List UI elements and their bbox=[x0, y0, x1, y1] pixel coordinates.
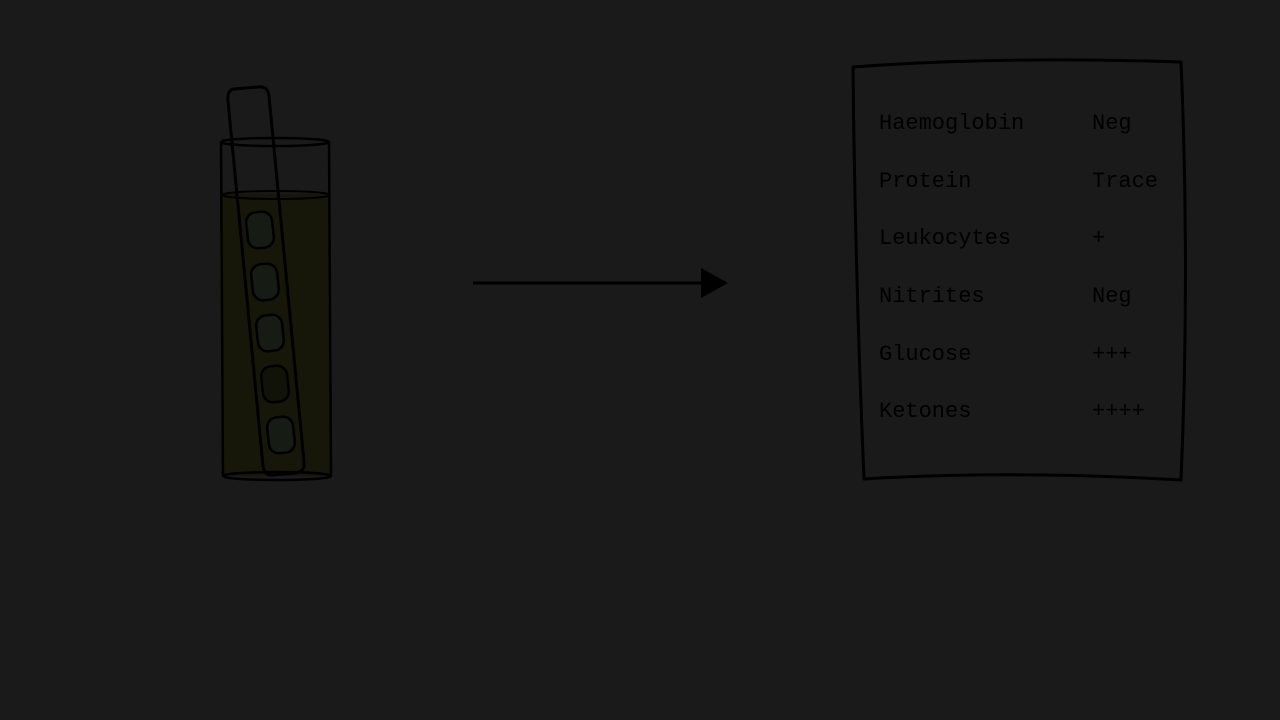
result-row-glucose: Glucose +++ bbox=[879, 342, 1132, 367]
result-name: Glucose bbox=[879, 342, 971, 367]
result-row-haemoglobin: Haemoglobin Neg bbox=[879, 111, 1132, 136]
result-name: Leukocytes bbox=[879, 226, 1011, 251]
arrow-head bbox=[701, 268, 728, 298]
result-value: Neg bbox=[1092, 284, 1132, 309]
result-name: Protein bbox=[879, 169, 971, 194]
tube-bottom bbox=[221, 470, 333, 482]
reagent-pad bbox=[244, 210, 276, 250]
result-value: + bbox=[1092, 226, 1105, 251]
reagent-pad bbox=[265, 415, 297, 455]
results-table: Haemoglobin Neg Protein Trace Leukocytes… bbox=[879, 111, 1158, 424]
dipstick-icon bbox=[226, 85, 306, 477]
reagent-pad bbox=[254, 313, 286, 353]
result-name: Haemoglobin bbox=[879, 111, 1024, 136]
arrow-right-icon bbox=[473, 268, 728, 298]
result-name: Ketones bbox=[879, 399, 971, 424]
reagent-pad bbox=[249, 262, 281, 302]
result-value: ++++ bbox=[1092, 399, 1145, 424]
result-row-ketones: Ketones ++++ bbox=[879, 399, 1145, 424]
results-sheet bbox=[851, 58, 1187, 482]
tube-wall-left bbox=[219, 141, 225, 477]
result-value: Trace bbox=[1092, 169, 1158, 194]
reagent-pad bbox=[259, 364, 291, 404]
tube-wall-right bbox=[327, 141, 333, 477]
result-value: +++ bbox=[1092, 342, 1132, 367]
result-row-leukocytes: Leukocytes + bbox=[879, 226, 1105, 251]
dipstick-strip bbox=[226, 85, 306, 477]
result-row-protein: Protein Trace bbox=[879, 169, 1158, 194]
result-name: Nitrites bbox=[879, 284, 985, 309]
result-row-nitrites: Nitrites Neg bbox=[879, 284, 1132, 309]
result-value: Neg bbox=[1092, 111, 1132, 136]
paper-sheet-icon bbox=[851, 58, 1187, 482]
